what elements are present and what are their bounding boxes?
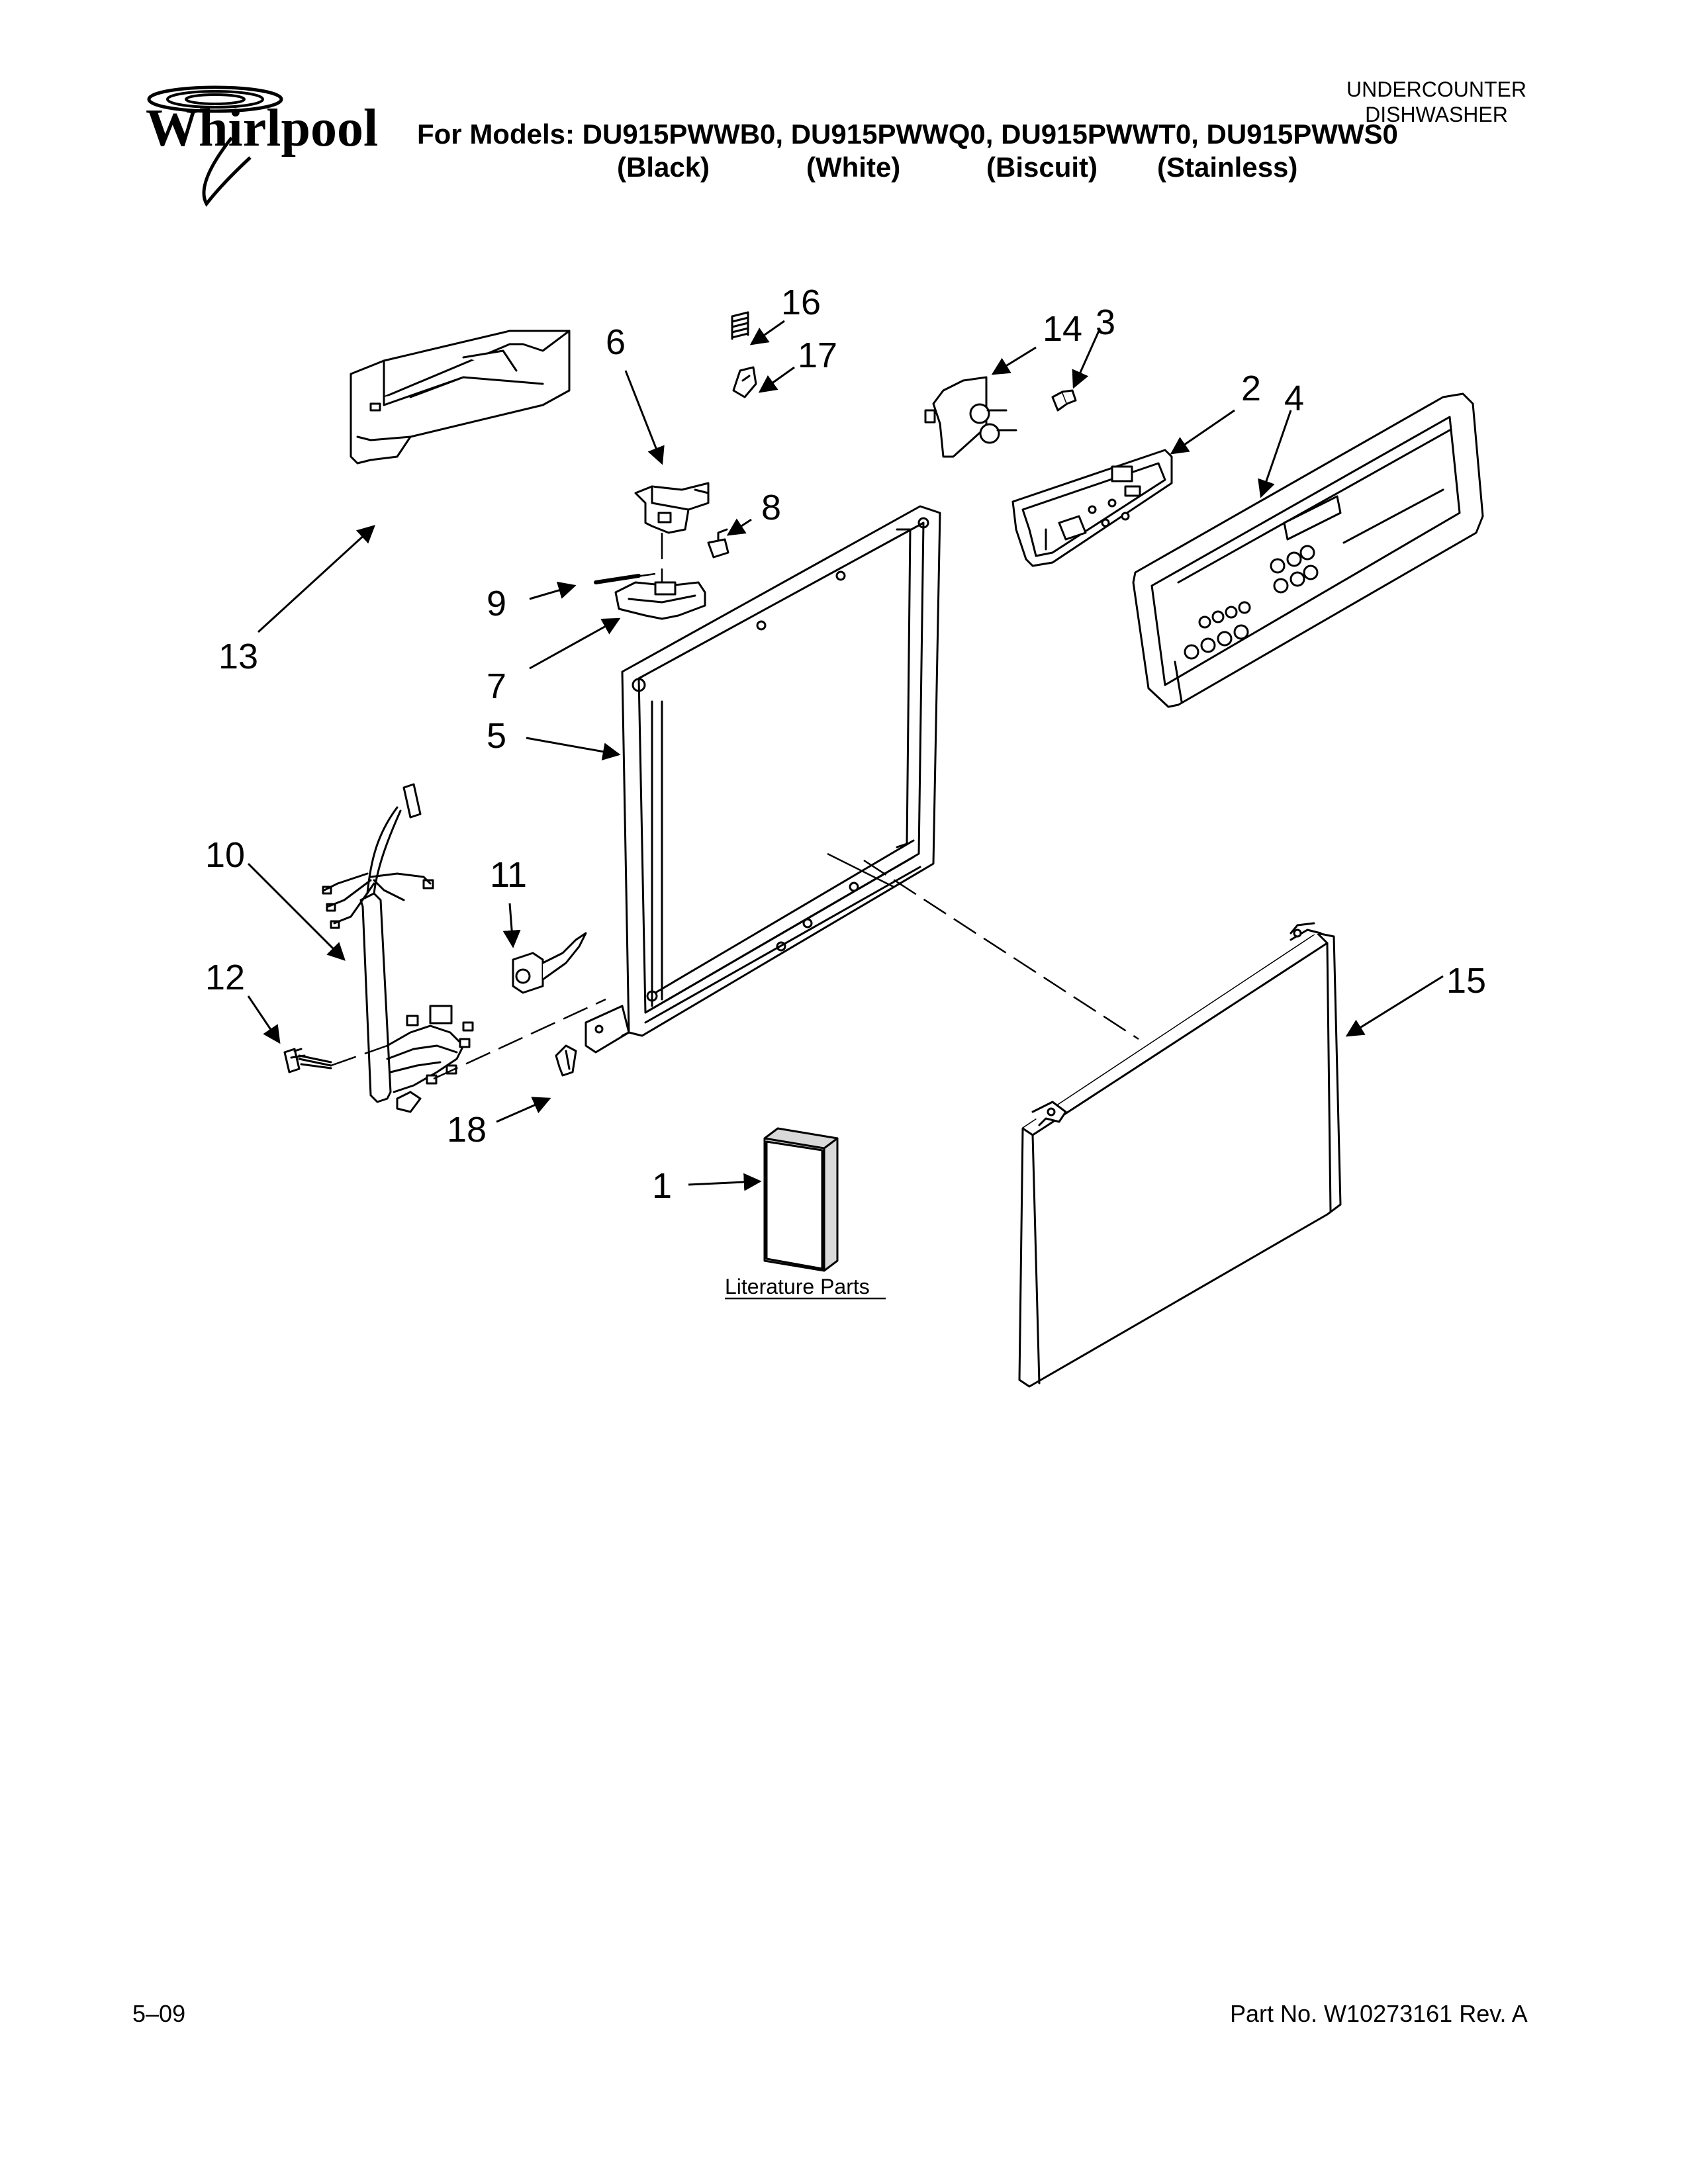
callout-13: 13 [218, 637, 258, 676]
product-type-line1: UNDERCOUNTER [1346, 77, 1526, 101]
leader-10 [247, 862, 346, 961]
callout-4: 4 [1284, 379, 1304, 418]
part-7-latch-housing [614, 581, 706, 620]
callout-17: 17 [798, 336, 837, 375]
product-type-line2: DISHWASHER [1365, 103, 1508, 126]
part-14-selector-switch [924, 376, 1017, 458]
part-4-control-panel [1132, 392, 1484, 708]
assembly-line-pin [595, 572, 656, 584]
callout-6: 6 [606, 322, 626, 362]
leader-7 [529, 617, 621, 670]
callout-3: 3 [1096, 302, 1115, 342]
leader-8 [726, 518, 752, 536]
part-17-latch-lever [732, 366, 757, 398]
assembly-line-frame-inner [827, 852, 894, 888]
part-6-door-latch [634, 482, 710, 534]
callout-15: 15 [1446, 961, 1486, 1001]
part-15-outer-door-panel [1018, 922, 1342, 1388]
leader-16 [749, 320, 785, 345]
callout-12: 12 [205, 958, 245, 997]
callout-9: 9 [487, 584, 506, 623]
assembly-line-frame-to-panel [863, 859, 1139, 1040]
part-2-control-board [1011, 449, 1173, 567]
color-label-white: (White) [806, 152, 901, 183]
callout-8: 8 [761, 488, 781, 527]
callout-5: 5 [487, 716, 506, 756]
part-3-connector [1051, 389, 1077, 412]
part-10-wire-harness [322, 783, 474, 1113]
literature-parts-label: Literature Parts [725, 1275, 870, 1298]
callout-11: 11 [490, 855, 527, 895]
models-line: For Models: DU915PWWB0, DU915PWWQ0, DU91… [417, 118, 1398, 150]
assembly-line-harness-to-frame [433, 998, 606, 1080]
leader-2 [1170, 409, 1235, 455]
leader-14 [991, 346, 1037, 375]
leader-9 [529, 581, 577, 600]
leader-4 [1258, 410, 1292, 498]
leader-17 [758, 366, 795, 393]
whirlpool-logo: Whirlpool [146, 85, 378, 207]
product-type: UNDERCOUNTER DISHWASHER [1317, 77, 1556, 127]
color-label-biscuit: (Biscuit) [986, 152, 1098, 183]
leader-3 [1072, 330, 1100, 389]
callout-10: 10 [205, 835, 245, 875]
svg-text:Whirlpool: Whirlpool [146, 99, 378, 158]
leader-15 [1345, 975, 1444, 1037]
color-label-stainless: (Stainless) [1157, 152, 1298, 183]
assembly-line-screw-to-harness [330, 1044, 388, 1067]
leader-1 [688, 1173, 762, 1191]
callout-14: 14 [1043, 309, 1082, 349]
leader-18 [496, 1097, 551, 1123]
footer-part-number: Part No. W10273161 Rev. A [1230, 2000, 1528, 2027]
leader-5 [526, 737, 621, 761]
callout-2: 2 [1241, 369, 1261, 408]
part-8-latch-clip [707, 528, 729, 559]
part-12-screw [283, 1048, 332, 1073]
footer-date: 5–09 [132, 2000, 186, 2027]
part-13-console-cover [350, 330, 571, 465]
part-1-literature-booklet [763, 1127, 839, 1272]
part-16-spring [731, 311, 749, 340]
part-11-thermal-fuse [512, 932, 587, 994]
leader-11 [502, 903, 521, 948]
callout-1: 1 [652, 1166, 672, 1206]
leader-12 [247, 995, 281, 1044]
leader-6 [624, 370, 665, 465]
callout-18: 18 [447, 1110, 487, 1150]
callout-16: 16 [781, 283, 821, 322]
part-18-hinge-clip [555, 1044, 577, 1077]
part-5-inner-door-frame [585, 505, 941, 1054]
color-label-black: (Black) [617, 152, 710, 183]
leader-13 [257, 525, 375, 633]
callout-7: 7 [487, 666, 506, 706]
